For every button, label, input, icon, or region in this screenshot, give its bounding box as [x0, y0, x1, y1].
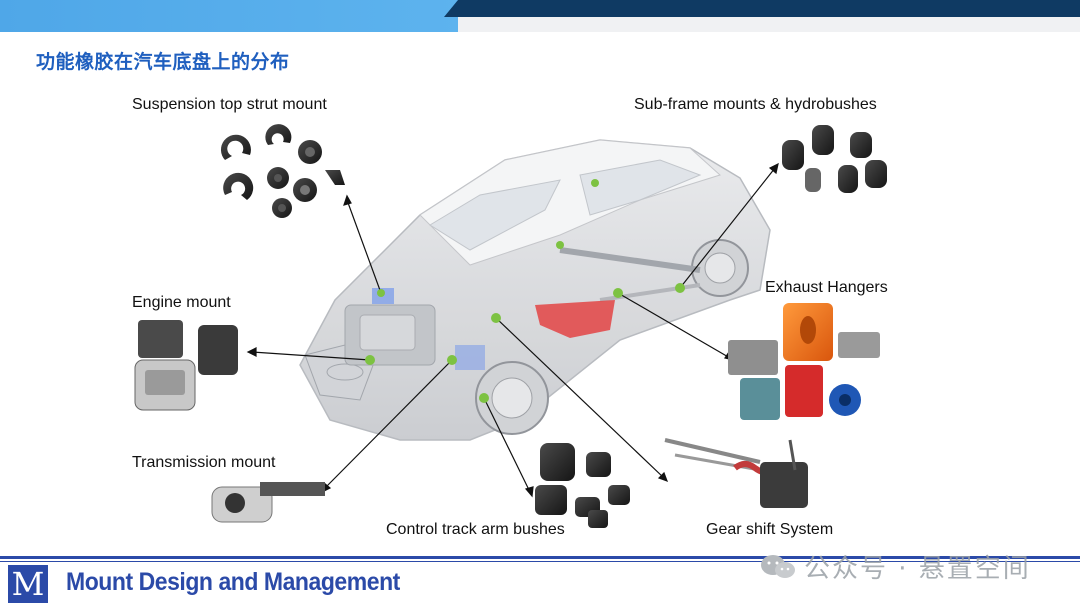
header-bar-dark — [444, 0, 1080, 17]
brand-name: Mount Design and Management — [66, 568, 400, 596]
engine-mount-parts-image — [134, 320, 238, 411]
header-bar-light — [0, 0, 462, 32]
label-suspension-top-strut-mount: Suspension top strut mount — [132, 96, 327, 113]
control-arm-bush-parts-image — [535, 443, 630, 528]
header-bar-grey — [458, 17, 1080, 32]
connector-arrows — [246, 162, 779, 498]
subframe-mount-parts-image — [782, 125, 887, 193]
footer-rule-thin — [0, 561, 1080, 562]
suspension-mount-parts-image — [220, 124, 345, 218]
wechat-icon — [761, 555, 795, 578]
label-exhaust-hangers: Exhaust Hangers — [765, 279, 888, 296]
transmission-mount-parts-image — [211, 482, 325, 523]
car-body — [299, 139, 771, 441]
label-gear-shift-system: Gear shift System — [706, 521, 834, 538]
label-transmission-mount: Transmission mount — [132, 454, 276, 471]
car-chassis-illustration — [134, 124, 887, 528]
marker-points — [365, 179, 685, 403]
watermark-text: 公众号 · 悬置空间 — [804, 554, 1031, 584]
footer-rule — [0, 556, 1080, 559]
gear-shift-parts-image — [664, 438, 808, 508]
slide-title: 功能橡胶在汽车底盘上的分布 — [36, 51, 290, 73]
logo: M — [8, 565, 48, 603]
label-engine-mount: Engine mount — [132, 294, 231, 311]
exhaust-hanger-parts-image — [728, 303, 880, 420]
label-subframe-mounts: Sub-frame mounts & hydrobushes — [634, 96, 877, 113]
label-control-track-arm-bushes: Control track arm bushes — [386, 521, 565, 538]
